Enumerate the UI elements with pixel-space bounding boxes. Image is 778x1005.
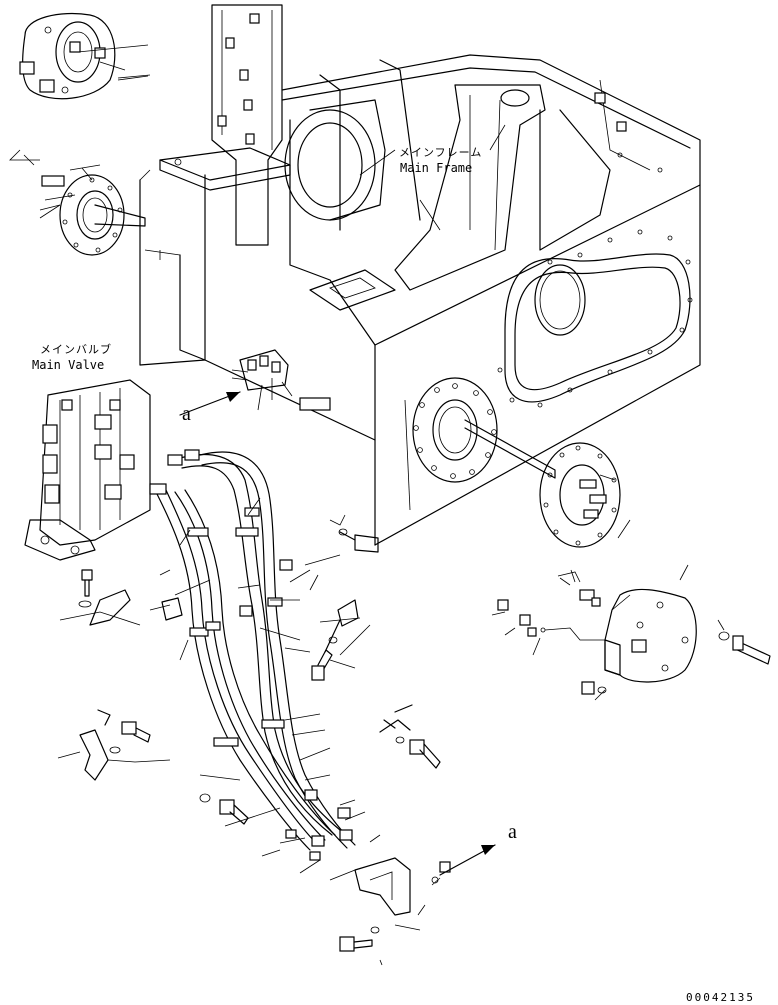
- main-frame-label-jp: メインフレーム: [399, 146, 483, 159]
- main-frame: [139, 4, 701, 546]
- hardware: [78, 514, 451, 952]
- document-number: 00042135: [686, 991, 755, 1004]
- leader-lines: [39, 75, 725, 966]
- main-valve-label-en: Main Valve: [32, 358, 105, 372]
- right-assembly: [464, 419, 771, 695]
- view-marker-left: a: [182, 403, 191, 425]
- view-marker-right: a: [508, 821, 517, 843]
- main-valve-assembly: [24, 379, 151, 561]
- main-valve-label-jp: メインバルブ: [40, 343, 112, 356]
- main-frame-label-en: Main Frame: [400, 161, 473, 175]
- hose-routing: [149, 449, 356, 851]
- view-arrows: [179, 391, 496, 876]
- swivel-assembly: [9, 12, 151, 256]
